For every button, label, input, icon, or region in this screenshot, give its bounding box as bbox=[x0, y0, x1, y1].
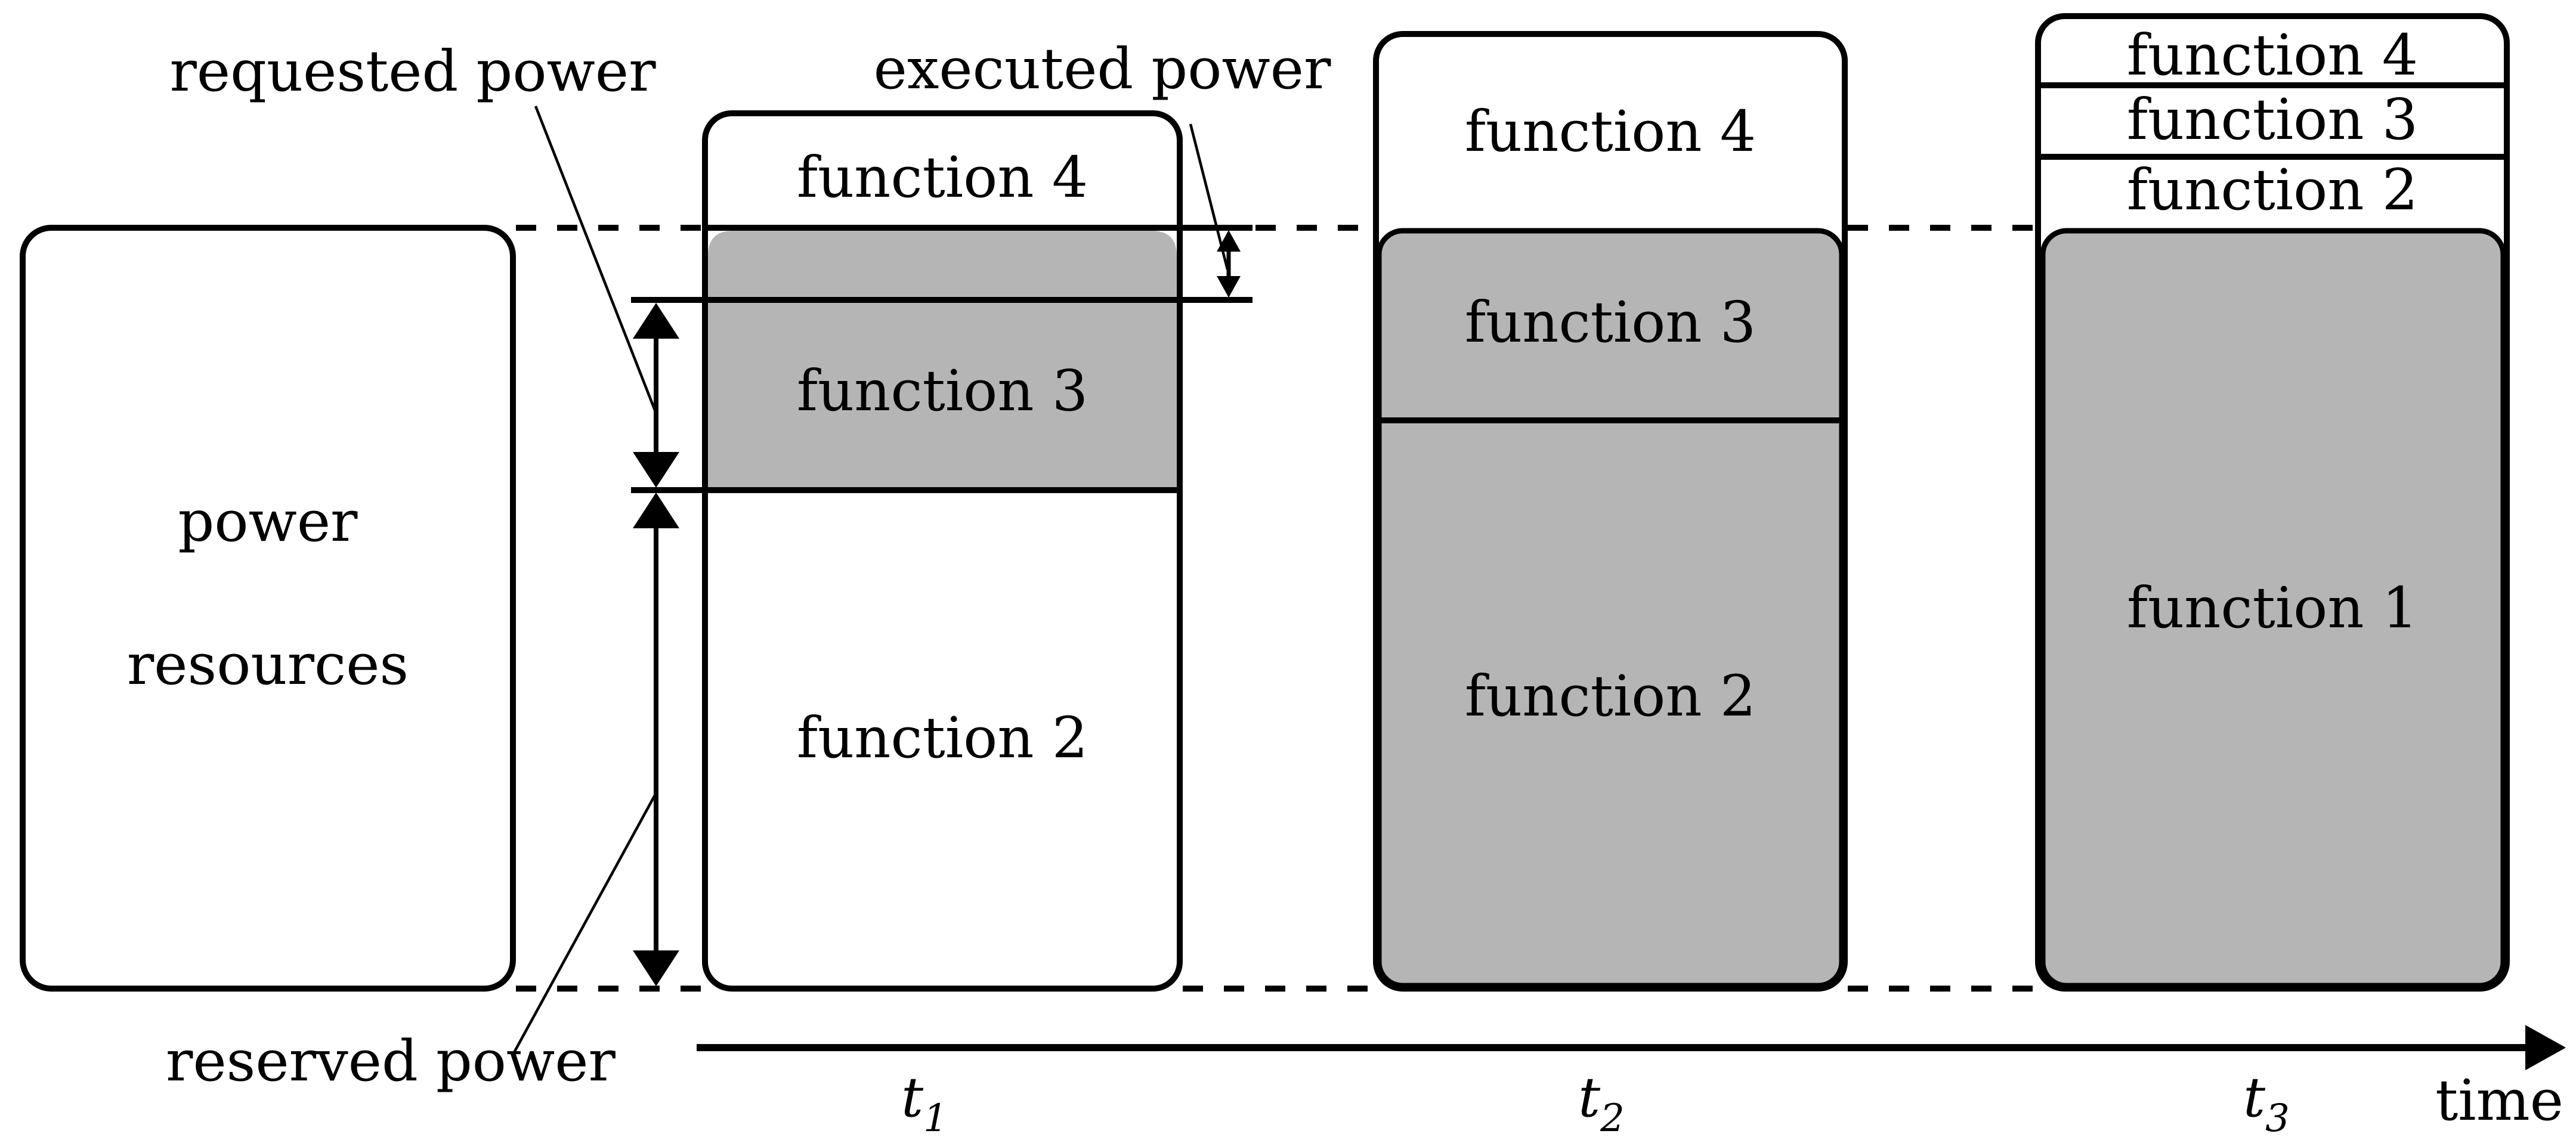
reserved-power-pointer-line bbox=[513, 792, 657, 1054]
t1-function3-segment bbox=[708, 231, 1177, 490]
tick-t3-sub: 3 bbox=[2265, 1097, 2290, 1141]
tick-label-t1: t1 bbox=[901, 1066, 948, 1141]
time-axis-label: time bbox=[2435, 1068, 2563, 1133]
column-t1: function 4 function 3 function 2 bbox=[631, 110, 1253, 992]
arrowhead-down-icon bbox=[633, 452, 679, 488]
t1-function3-label: function 3 bbox=[797, 358, 1088, 424]
arrowhead-down-icon bbox=[1217, 276, 1241, 298]
t3-executing-region bbox=[2040, 228, 2506, 989]
tick-t1-base: t bbox=[901, 1066, 924, 1129]
column-t2: function 4 function 3 function 2 bbox=[1373, 31, 1848, 992]
tick-label-t3: t3 bbox=[2243, 1066, 2290, 1141]
power-resources-outline bbox=[20, 225, 516, 992]
executed-power-label: executed power bbox=[874, 36, 1331, 102]
power-resources-label-line1: power bbox=[178, 489, 358, 555]
arrowhead-up-icon bbox=[633, 493, 679, 528]
reserved-power-label: reserved power bbox=[166, 1029, 616, 1094]
t3-function1-label: function 1 bbox=[2127, 575, 2418, 641]
t2-function2-label: function 2 bbox=[1465, 664, 1756, 729]
t3-function4-label: function 4 bbox=[2127, 23, 2418, 88]
t1-function4-label: function 4 bbox=[797, 145, 1088, 210]
arrowhead-up-icon bbox=[633, 303, 679, 339]
tick-t1-sub: 1 bbox=[923, 1097, 948, 1141]
time-axis-arrowhead-icon bbox=[2525, 1025, 2566, 1070]
requested-power-label: requested power bbox=[170, 39, 657, 104]
arrowhead-down-icon bbox=[633, 950, 679, 986]
tick-t3-base: t bbox=[2243, 1066, 2266, 1129]
requested-power-pointer-line bbox=[534, 106, 657, 411]
t2-function4-label: function 4 bbox=[1465, 99, 1756, 165]
t1-function2-label: function 2 bbox=[797, 705, 1088, 771]
requested-power-arrow bbox=[633, 303, 679, 488]
executed-power-pointer-line bbox=[1189, 123, 1229, 270]
time-axis bbox=[697, 1025, 2566, 1070]
t3-function3-label: function 3 bbox=[2127, 87, 2418, 153]
reserved-power-arrow bbox=[633, 493, 679, 986]
tick-label-t2: t2 bbox=[1578, 1066, 1625, 1141]
t3-function2-label: function 2 bbox=[2127, 157, 2418, 223]
tick-t2-sub: 2 bbox=[1600, 1097, 1625, 1141]
column-t3: function 4 function 3 function 2 functio… bbox=[2035, 13, 2510, 992]
power-resources-label-line2: resources bbox=[127, 632, 409, 698]
power-resources-box: power resources bbox=[20, 225, 516, 992]
tick-t2-base: t bbox=[1578, 1066, 1601, 1129]
t2-function3-label: function 3 bbox=[1465, 290, 1756, 355]
